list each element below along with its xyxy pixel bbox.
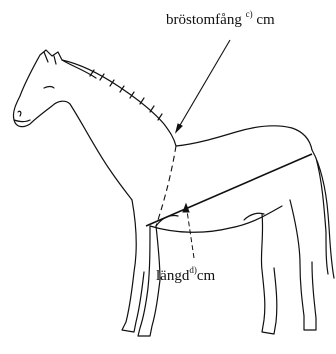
- girth-label-unit: cm: [256, 12, 274, 28]
- horse-mane: [62, 60, 176, 146]
- length-label-footnote: d): [189, 265, 197, 275]
- hind-leg-left: [261, 214, 276, 334]
- horse-head: [13, 50, 96, 127]
- horse-eye: [44, 87, 54, 89]
- girth-pointer-arrowhead: [176, 124, 182, 132]
- horse-back: [176, 126, 312, 150]
- horse-mouth: [14, 120, 30, 122]
- girth-label: bröstomfång c) cm: [166, 10, 275, 29]
- horse-throat: [70, 104, 132, 200]
- length-label-unit: cm: [197, 268, 215, 284]
- girth-label-text: bröstomfång: [166, 12, 242, 28]
- girth-pointer-line: [176, 40, 230, 132]
- length-measure-line: [146, 154, 312, 226]
- stifle-detail: [244, 213, 264, 220]
- mane-strokes: [90, 70, 162, 120]
- front-leg-left: [122, 200, 144, 332]
- length-label: längdd)cm: [156, 266, 215, 285]
- horse-nostril: [18, 111, 21, 116]
- girth-label-footnote: c): [246, 9, 253, 19]
- hind-leg-right: [290, 200, 316, 330]
- length-label-text: längd: [156, 268, 189, 284]
- horse-tail: [312, 150, 334, 278]
